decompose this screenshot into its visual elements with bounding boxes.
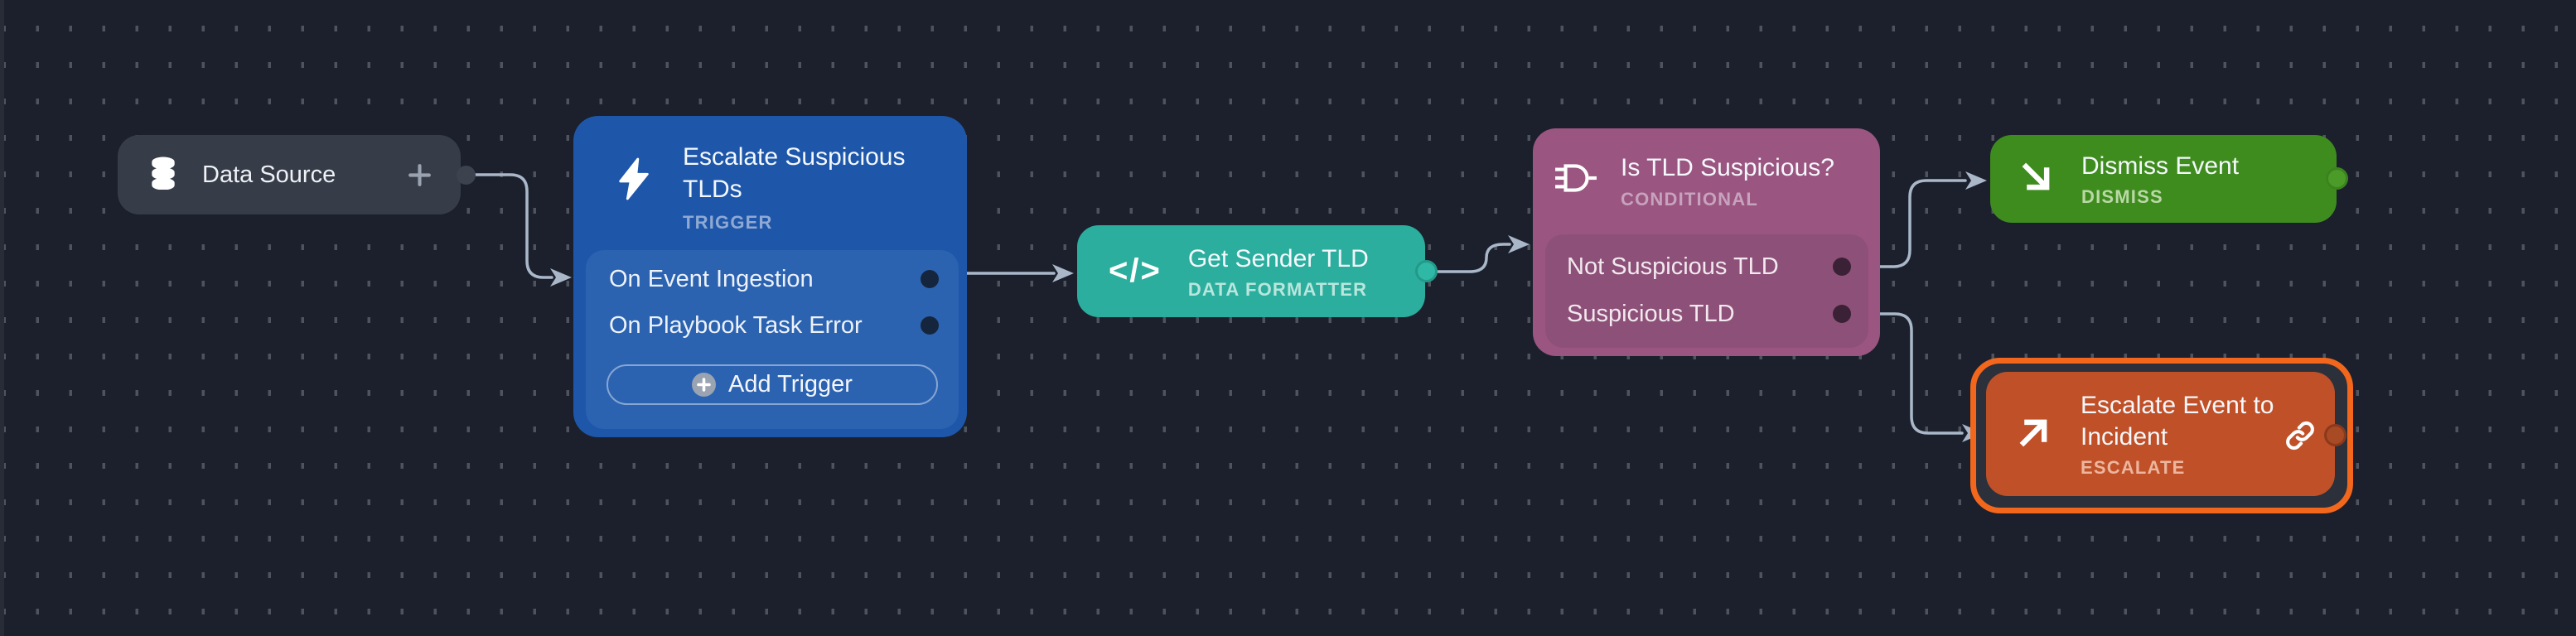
- lightning-icon: [615, 156, 653, 234]
- port-not-suspicious-tld-out[interactable]: [1833, 258, 1851, 276]
- branch-row-not-suspicious-tld[interactable]: Not Suspicious TLD: [1567, 253, 1779, 280]
- edge-formatter-to-conditional[interactable]: [1425, 243, 1511, 273]
- branch-row-suspicious-tld[interactable]: Suspicious TLD: [1567, 301, 1735, 327]
- node-title: Dismiss Event: [2081, 152, 2240, 180]
- canvas-edge-divider: [0, 0, 4, 636]
- port-suspicious-tld-out[interactable]: [1833, 305, 1851, 323]
- port-escalate-event-out[interactable]: [2324, 424, 2346, 446]
- node-conditional[interactable]: Is TLD Suspicious? CONDITIONAL Not Suspi…: [1533, 128, 1880, 356]
- edge-conditional-to-dismiss[interactable]: [1840, 179, 1967, 268]
- arrow-down-right-icon: [2020, 161, 2053, 198]
- node-data-formatter[interactable]: </> Get Sender TLD DATA FORMATTER: [1077, 225, 1425, 317]
- add-source-button[interactable]: [407, 162, 433, 188]
- arrowhead-icon: [550, 268, 572, 287]
- logic-gate-icon: [1554, 163, 1597, 210]
- node-title: Data Source: [202, 161, 336, 188]
- node-data-source[interactable]: Data Source: [118, 135, 461, 214]
- plus-circle-icon: [692, 373, 717, 397]
- node-header: Is TLD Suspicious? CONDITIONAL: [1533, 128, 1880, 210]
- arrow-up-right-icon: [2018, 416, 2051, 453]
- node-type-label: ESCALATE: [2081, 456, 2186, 478]
- trigger-list-panel: On Event Ingestion On Playbook Task Erro…: [586, 250, 959, 429]
- arrowhead-icon: [1508, 235, 1530, 253]
- node-dismiss-event[interactable]: Dismiss Event DISMISS: [1990, 135, 2337, 223]
- add-trigger-button[interactable]: Add Trigger: [607, 364, 938, 405]
- node-trigger[interactable]: Escalate Suspicious TLDs TRIGGER On Even…: [573, 116, 967, 437]
- node-escalate-event[interactable]: Escalate Event to Incident ESCALATE: [1986, 372, 2335, 496]
- port-data-formatter-out[interactable]: [1415, 260, 1438, 282]
- plus-icon: [408, 163, 431, 186]
- node-type-label: DISMISS: [2081, 186, 2163, 207]
- node-title: Get Sender TLD: [1187, 244, 1369, 272]
- node-type-label: DATA FORMATTER: [1187, 278, 1368, 300]
- database-icon: [149, 157, 177, 194]
- edge-conditional-to-escalate[interactable]: [1840, 312, 1964, 435]
- arrowhead-icon: [1965, 171, 1987, 190]
- node-type-label: CONDITIONAL: [1621, 189, 1758, 210]
- port-dismiss-event-out[interactable]: [2326, 167, 2348, 190]
- code-icon: </>: [1109, 253, 1162, 289]
- node-title: Escalate Event to Incident: [2081, 391, 2274, 450]
- branch-list-panel: Not Suspicious TLD Suspicious TLD: [1545, 234, 1868, 348]
- link-icon: [2284, 420, 2316, 455]
- node-title: Is TLD Suspicious?: [1621, 154, 1834, 181]
- trigger-row-on-event-ingestion[interactable]: On Event Ingestion: [609, 266, 814, 292]
- port-on-event-ingestion-out[interactable]: [921, 270, 939, 288]
- port-data-source-out[interactable]: [457, 166, 476, 185]
- node-title: Escalate Suspicious TLDs: [683, 143, 906, 203]
- add-trigger-label: Add Trigger: [728, 371, 853, 398]
- arrowhead-icon: [1052, 264, 1074, 282]
- node-header: Escalate Suspicious TLDs TRIGGER: [573, 116, 967, 234]
- trigger-row-on-playbook-task-error[interactable]: On Playbook Task Error: [609, 312, 863, 339]
- edge-datasource-to-trigger[interactable]: [464, 173, 553, 279]
- port-on-playbook-task-error-out[interactable]: [921, 316, 939, 335]
- node-type-label: TRIGGER: [683, 212, 773, 233]
